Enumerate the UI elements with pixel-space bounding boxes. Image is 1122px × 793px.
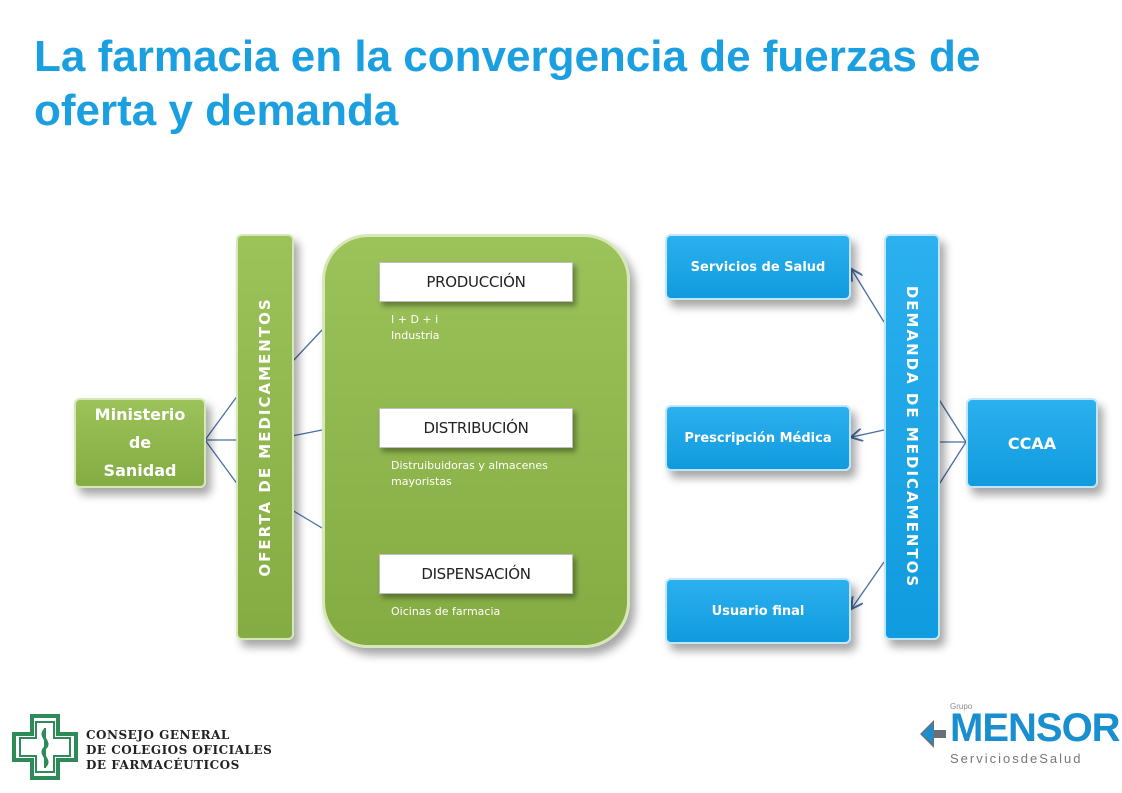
cgcof-line: DE FARMACÉUTICOS xyxy=(86,758,240,772)
oferta-bar: OFERTA DE MEDICAMENTOS xyxy=(236,234,294,640)
stage-dispensacion: DISPENSACIÓN xyxy=(379,554,573,594)
cgcof-line: CONSEJO GENERAL xyxy=(86,728,230,742)
desc-line: Distruibuidoras y almacenes xyxy=(391,459,548,472)
demand-label: Servicios de Salud xyxy=(690,259,826,275)
mensor-name: MENSOR xyxy=(950,706,1121,750)
link-oferta-produccion xyxy=(291,329,323,363)
link-demanda-usuario xyxy=(852,561,885,608)
desc-line: I + D + i xyxy=(391,313,439,326)
ccaa-label: CCAA xyxy=(1007,433,1057,453)
demanda-bar: DEMANDA DE MEDICAMENTOS xyxy=(884,234,940,640)
ccaa-box: CCAA xyxy=(966,398,1098,488)
ministerio-label: Ministerio de Sanidad xyxy=(94,405,186,480)
link-ministerio-oferta-bottom xyxy=(204,439,239,486)
link-oferta-dispensacion xyxy=(291,509,323,529)
desc-line: mayoristas xyxy=(391,475,452,488)
link-oferta-distribucion xyxy=(291,429,323,437)
mensor-grupo: Grupo xyxy=(950,702,973,711)
cgcof-line: DE COLEGIOS OFICIALES xyxy=(86,743,273,757)
cgcof-name: CONSEJO GENERAL DE COLEGIOS OFICIALES DE… xyxy=(86,728,272,773)
oferta-label: OFERTA DE MEDICAMENTOS xyxy=(256,297,274,577)
demand-label: Usuario final xyxy=(711,603,805,619)
ministerio-box: Ministerio de Sanidad xyxy=(74,398,206,488)
mensor-logo-icon xyxy=(920,720,946,748)
stage-distribucion: DISTRIBUCIÓN xyxy=(379,408,573,448)
cgcof-logo-icon xyxy=(12,714,78,780)
stage-distribucion-desc: Distruibuidoras y almacenes mayoristas xyxy=(391,458,548,490)
stage-produccion-desc: I + D + i Industria xyxy=(391,312,440,344)
link-ccaa-demanda-bottom xyxy=(937,441,967,487)
demand-label: Prescripción Médica xyxy=(684,430,832,446)
page-title: La farmacia en la convergencia de fuerza… xyxy=(34,32,981,135)
demand-servicios-salud: Servicios de Salud xyxy=(665,234,851,300)
link-ccaa-demanda-top xyxy=(937,397,967,443)
stage-dispensacion-desc: Oicinas de farmacia xyxy=(391,604,500,620)
stage-produccion: PRODUCCIÓN xyxy=(379,262,573,302)
demand-prescripcion-medica: Prescripción Médica xyxy=(665,405,851,471)
link-ministerio-oferta-top xyxy=(204,394,239,441)
demanda-label: DEMANDA DE MEDICAMENTOS xyxy=(903,285,921,589)
demand-usuario-final: Usuario final xyxy=(665,578,851,644)
mensor-tagline: ServiciosdeSalud xyxy=(950,751,1083,766)
desc-line: Oicinas de farmacia xyxy=(391,605,501,618)
link-demanda-servicios xyxy=(852,270,885,323)
link-demanda-prescripcion xyxy=(852,430,885,437)
desc-line: Industria xyxy=(391,329,440,342)
